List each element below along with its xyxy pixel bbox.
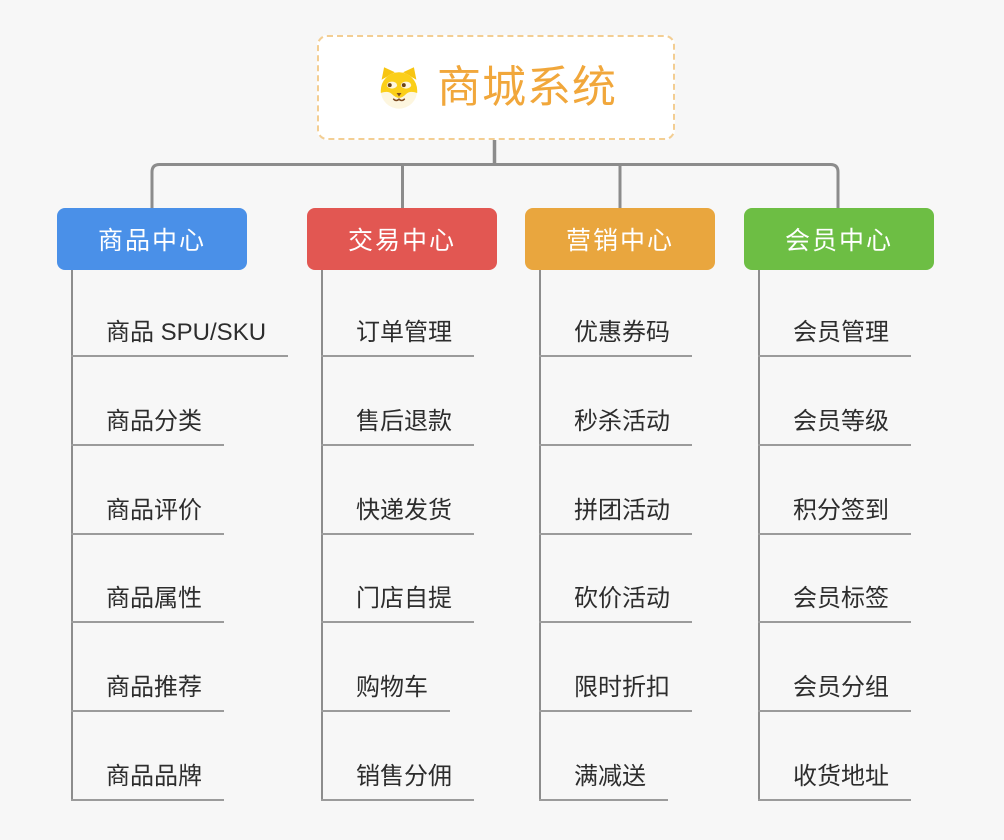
root-node[interactable]: 商城系统 bbox=[317, 35, 675, 140]
tree-item[interactable]: 会员等级 bbox=[758, 400, 911, 446]
tree-item[interactable]: 购物车 bbox=[321, 666, 450, 712]
branch-marketing-center: 营销中心 优惠券码 秒杀活动 拼团活动 砍价活动 限时折扣 满减送 bbox=[525, 208, 785, 808]
tree-item[interactable]: 秒杀活动 bbox=[539, 400, 692, 446]
trunk-line bbox=[321, 270, 323, 801]
tree-item[interactable]: 商品 SPU/SKU bbox=[71, 311, 289, 357]
tree-item[interactable]: 快递发货 bbox=[321, 489, 474, 535]
branch-bus-line bbox=[150, 163, 840, 209]
tree-item[interactable]: 限时折扣 bbox=[539, 666, 692, 712]
tree-item[interactable]: 售后退款 bbox=[321, 400, 474, 446]
branch-trade-center: 交易中心 订单管理 售后退款 快递发货 门店自提 购物车 销售分佣 bbox=[307, 208, 567, 808]
tree-item[interactable]: 门店自提 bbox=[321, 577, 474, 623]
tree-item[interactable]: 商品品牌 bbox=[71, 755, 224, 801]
tree-item[interactable]: 商品分类 bbox=[71, 400, 224, 446]
branch-header-marketing-center[interactable]: 营销中心 bbox=[525, 208, 715, 270]
tree-item[interactable]: 销售分佣 bbox=[321, 755, 474, 801]
tree-item[interactable]: 积分签到 bbox=[758, 489, 911, 535]
trunk-line bbox=[758, 270, 760, 801]
tree-item[interactable]: 会员标签 bbox=[758, 577, 911, 623]
tree-item[interactable]: 订单管理 bbox=[321, 311, 474, 357]
tree-item[interactable]: 商品推荐 bbox=[71, 666, 224, 712]
tree-item[interactable]: 收货地址 bbox=[758, 755, 911, 801]
tree-item[interactable]: 砍价活动 bbox=[539, 577, 692, 623]
root-title: 商城系统 bbox=[437, 62, 617, 112]
trunk-line bbox=[539, 270, 541, 801]
trunk-line bbox=[71, 270, 73, 801]
tree-item[interactable]: 满减送 bbox=[539, 755, 668, 801]
tree-item[interactable]: 会员管理 bbox=[758, 311, 911, 357]
tree-item[interactable]: 商品属性 bbox=[71, 577, 224, 623]
tree-item[interactable]: 优惠券码 bbox=[539, 311, 692, 357]
branch-header-trade-center[interactable]: 交易中心 bbox=[307, 208, 497, 270]
branch-product-center: 商品中心 商品 SPU/SKU 商品分类 商品评价 商品属性 商品推荐 商品品牌 bbox=[57, 208, 317, 808]
branch-header-product-center[interactable]: 商品中心 bbox=[57, 208, 247, 270]
tree-item[interactable]: 拼团活动 bbox=[539, 489, 692, 535]
branch-header-member-center[interactable]: 会员中心 bbox=[744, 208, 934, 270]
tree-item[interactable]: 会员分组 bbox=[758, 666, 911, 712]
branch-member-center: 会员中心 会员管理 会员等级 积分签到 会员标签 会员分组 收货地址 bbox=[744, 208, 1004, 808]
tree-item[interactable]: 商品评价 bbox=[71, 489, 224, 535]
shiba-dog-icon bbox=[380, 66, 418, 109]
